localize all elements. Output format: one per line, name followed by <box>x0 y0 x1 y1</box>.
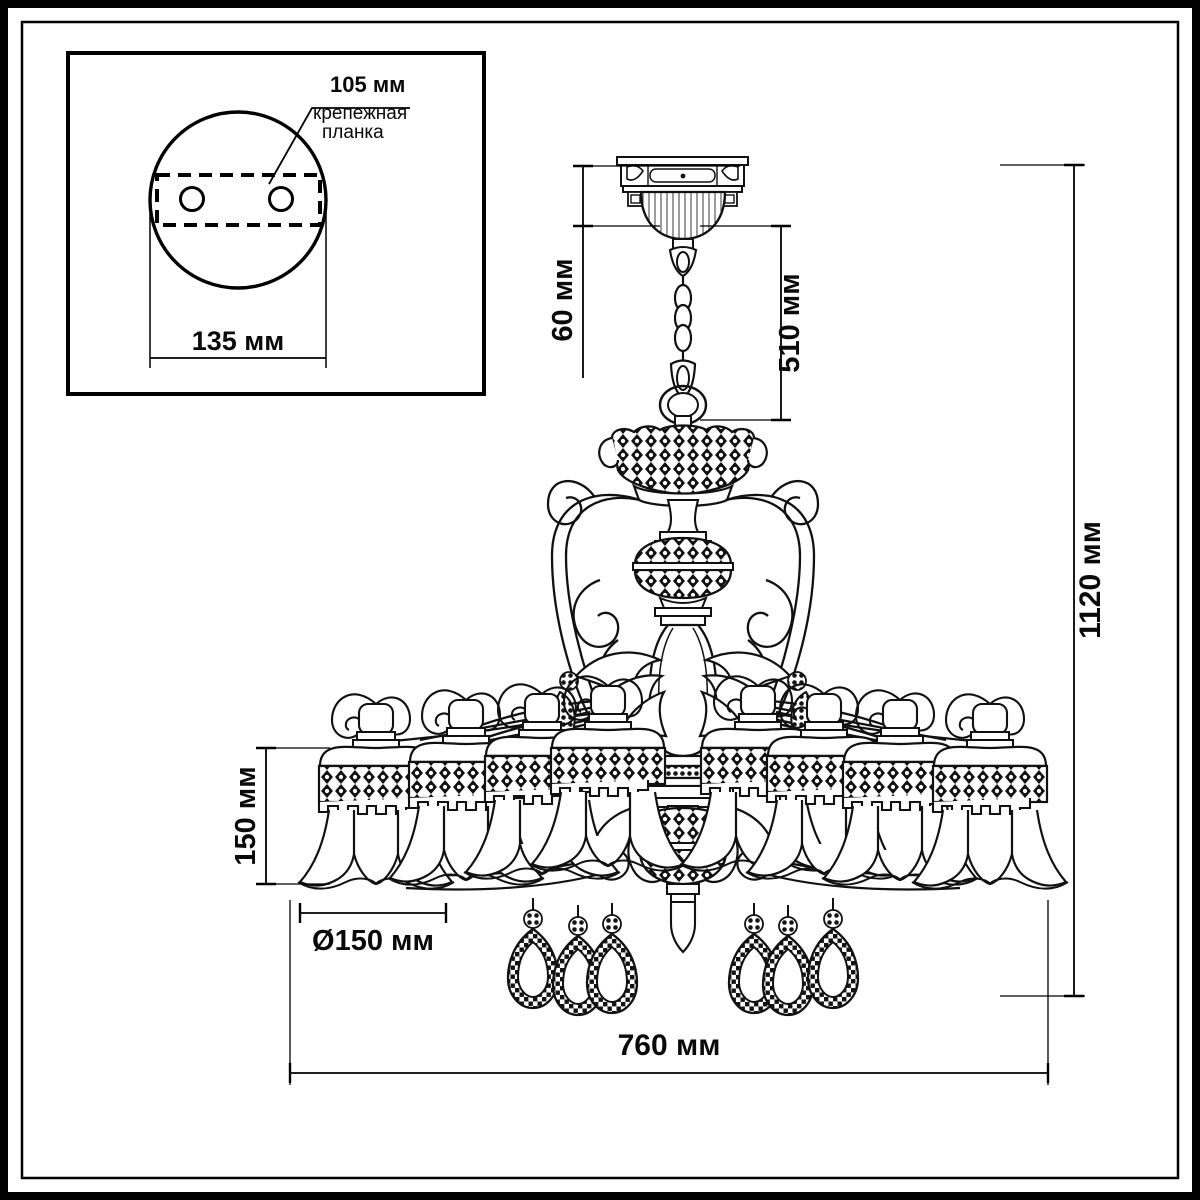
dimension-overall-height: 1120 мм <box>1000 163 1107 998</box>
crystal-pendants-right <box>727 896 860 1017</box>
lamp-unit-right-outer <box>910 693 1070 890</box>
dimension-shade-height: 150 мм <box>230 746 330 886</box>
upper-jeweled-sphere <box>632 536 734 626</box>
crystal-pendants-left <box>506 896 639 1017</box>
callout-dimension-105: 105 мм <box>330 72 405 97</box>
screw-hole <box>268 186 294 212</box>
dimension-shade-diameter: Ø150 мм <box>298 903 448 957</box>
ceiling-canopy <box>616 156 749 278</box>
dimension-label-shade-height: 150 мм <box>230 766 262 865</box>
dimension-label-shade-diameter: Ø150 мм <box>312 925 434 957</box>
dimension-canopy-diameter: 135 мм <box>192 326 285 356</box>
dimension-label-510: 510 мм <box>774 273 806 372</box>
dimension-suspension-height: 510 мм <box>700 224 806 422</box>
mounting-plate-detail-panel: 105 мм крепежная планка 135 мм <box>66 51 486 396</box>
screw-hole <box>179 186 205 212</box>
dimension-label-overall-width: 760 мм <box>618 1029 721 1062</box>
canopy-circle <box>148 110 328 290</box>
dimension-chain-drop: 60 мм <box>547 164 740 378</box>
callout-label-line1: крепежная <box>313 103 407 124</box>
callout-leader <box>268 107 410 185</box>
dimension-label-60: 60 мм <box>547 258 579 341</box>
suspension-chain <box>658 276 708 431</box>
callout-label-line2: планка <box>322 122 384 143</box>
dimension-label-overall-height: 1120 мм <box>1074 521 1107 639</box>
inner-frame <box>20 20 1180 1180</box>
dimension-overall-width: 760 мм <box>288 900 1050 1085</box>
mounting-bracket-outline <box>155 173 322 227</box>
